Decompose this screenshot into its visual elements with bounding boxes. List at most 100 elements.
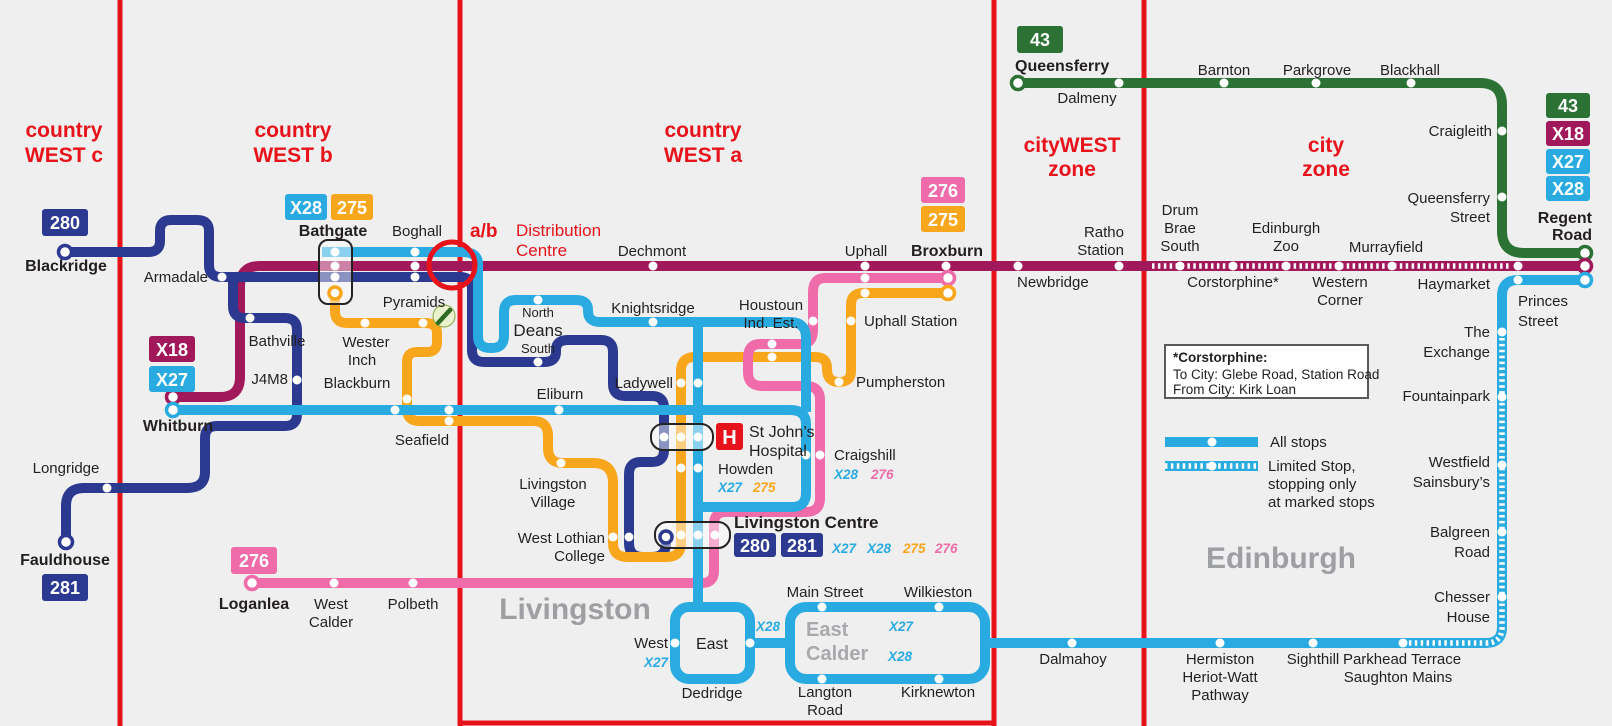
distribution-centre-ring <box>426 239 478 291</box>
station-label-parkgrove: Parkgrove <box>1283 62 1351 79</box>
station-label-west-lothian-college-2: College <box>554 548 605 565</box>
station-label-fauldhouse: Fauldhouse <box>20 552 110 569</box>
stop-dot-uphall-x18 <box>860 261 870 271</box>
stop-dot-uphall-station-275 <box>846 316 856 326</box>
stop-dot-main-street <box>817 602 827 612</box>
station-label-saughton-mains: Saughton Mains <box>1344 669 1452 686</box>
terminus-broxburn-275 <box>939 284 957 302</box>
badge-276-broxburn-label: 276 <box>928 181 958 201</box>
legend: All stops Limited Stop, stopping only at… <box>1165 434 1375 511</box>
station-label-the-exchange: The <box>1464 324 1490 341</box>
stop-dot-armadale <box>217 272 227 282</box>
station-label-wilkieston: Wilkieston <box>904 584 972 601</box>
station-label-west: West <box>634 635 669 652</box>
badge-x27-regent-road <box>1546 149 1590 174</box>
stop-dot-western-corner <box>1334 261 1344 271</box>
stop-dot-craigshill-276 <box>815 450 825 460</box>
corstorphine-note: *Corstorphine: To City: Glebe Road, Stat… <box>1164 344 1379 399</box>
stop-dot-dalmahoy <box>1067 638 1077 648</box>
station-label-fountainpark: Fountainpark <box>1402 388 1490 405</box>
station-label-ec-x28: X28 <box>887 649 913 664</box>
stop-dot-hermiston <box>1215 638 1225 648</box>
stop-dot-bathgate-x28 <box>330 247 340 257</box>
stop-dot-drum-brae-south <box>1175 261 1185 271</box>
stop-dot-houstoun-276 <box>767 339 777 349</box>
stop-dot-wlc-280 <box>624 532 634 542</box>
station-label-boghall: Boghall <box>392 223 442 240</box>
station-label-wester-inch-2: Inch <box>348 352 376 369</box>
route-x18-line <box>173 261 1585 402</box>
station-label-knightsridge: Knightsridge <box>611 300 694 317</box>
badge-x27-regent-road-label: X27 <box>1552 152 1584 172</box>
stop-dot-bathville <box>245 313 255 323</box>
station-label-dalmeny: Dalmeny <box>1057 90 1117 107</box>
route-badges: 280 X18 X27 X28 275 276 275 276 281 280 … <box>42 26 1590 601</box>
stop-dot-uphall-276 <box>860 273 870 283</box>
stop-dot-st-johns-280 <box>659 432 669 442</box>
stop-dot-lc-276 <box>710 530 720 540</box>
stop-dot-polbeth <box>408 578 418 588</box>
zone-label-country-west-a: country <box>664 119 741 142</box>
station-label-livingston-village: Livingston <box>519 476 587 493</box>
station-label-west-lothian-college: West Lothian <box>518 530 605 547</box>
stop-dot-westfield <box>1497 460 1507 470</box>
city-label-livingston: Livingston <box>499 593 651 626</box>
stop-dot-the-exchange <box>1497 327 1507 337</box>
badge-x18-whitburn-label: X18 <box>156 340 188 360</box>
station-label-deans-south: South <box>521 341 555 356</box>
stop-dot-blackburn-275 <box>402 394 412 404</box>
station-label-bathgate: Bathgate <box>299 223 368 240</box>
stop-dots <box>102 78 1523 684</box>
station-label-broxburn: Broxburn <box>911 243 983 260</box>
station-label-houstoun: Houstoun <box>739 297 803 314</box>
station-label-westfield-sainsburys-2: Sainsbury’s <box>1413 474 1490 491</box>
station-label-west-calder: West <box>314 596 349 613</box>
station-label-edinburgh-zoo: Edinburgh <box>1252 220 1320 237</box>
badge-x18-regent-road <box>1546 121 1590 146</box>
badge-43-regent-road <box>1546 93 1590 118</box>
station-label-eliburn: Eliburn <box>537 386 584 403</box>
stop-dot-seafield-x27 <box>444 405 454 415</box>
badge-275-bathgate <box>331 194 373 220</box>
stop-dot-blackhall <box>1406 78 1416 88</box>
station-label-regent-road-2: Road <box>1552 227 1592 244</box>
station-label-newbridge: Newbridge <box>1017 274 1089 291</box>
corstorphine-note-box <box>1164 344 1369 399</box>
legend-limited-stop-dot <box>1207 461 1217 471</box>
terminus-regent-road-x18 <box>1576 257 1594 275</box>
stop-dot-uphall-station-276 <box>808 316 818 326</box>
badge-43-regent-road-label: 43 <box>1558 96 1578 116</box>
legend-all-stops-label: All stops <box>1270 434 1327 451</box>
station-label-pyramids: Pyramids <box>383 294 446 311</box>
pencil-icon-glyph <box>435 307 453 326</box>
station-label-dalmahoy: Dalmahoy <box>1039 651 1107 668</box>
station-label-ratho-station-2: Station <box>1077 242 1124 259</box>
station-label-howden: Howden <box>718 461 773 478</box>
stop-dot-edinburgh-zoo <box>1281 261 1291 271</box>
station-label-westfield-sainsburys: Westfield <box>1429 454 1490 471</box>
zone-label-country-west-c: country <box>25 119 102 142</box>
bathgate-interchange-box <box>318 239 353 305</box>
station-label-howden-275: 275 <box>752 480 776 495</box>
zone-label-country-west-b-2: WEST b <box>253 144 332 167</box>
pencil-icon <box>432 304 456 328</box>
zone-label-city-2: zone <box>1302 158 1350 181</box>
station-label-drum-brae-south-2: Brae <box>1164 220 1196 237</box>
station-label-livingston-village-2: Village <box>531 494 576 511</box>
zone-label-city: city <box>1308 134 1345 157</box>
badge-275-broxburn-label: 275 <box>928 210 958 230</box>
station-label-blackburn: Blackburn <box>324 375 391 392</box>
station-label-bathville: Bathville <box>249 333 306 350</box>
station-label-princes-street-2: Street <box>1518 313 1559 330</box>
badge-275-broxburn <box>921 206 965 232</box>
stop-dot-craigleith <box>1497 126 1507 136</box>
badge-280-livingston-centre <box>734 533 776 557</box>
route-x28-north-line <box>322 247 811 412</box>
stop-dot-uphall-275 <box>860 288 870 298</box>
stop-dot-houstoun-275 <box>767 352 777 362</box>
station-label-craigshill-x28: X28 <box>833 467 859 482</box>
station-label-langton-road: Langton <box>798 684 852 701</box>
legend-all-stops-dot <box>1207 437 1217 447</box>
station-label-uphall-station: Uphall Station <box>864 313 957 330</box>
stop-dot-sighthill <box>1308 638 1318 648</box>
